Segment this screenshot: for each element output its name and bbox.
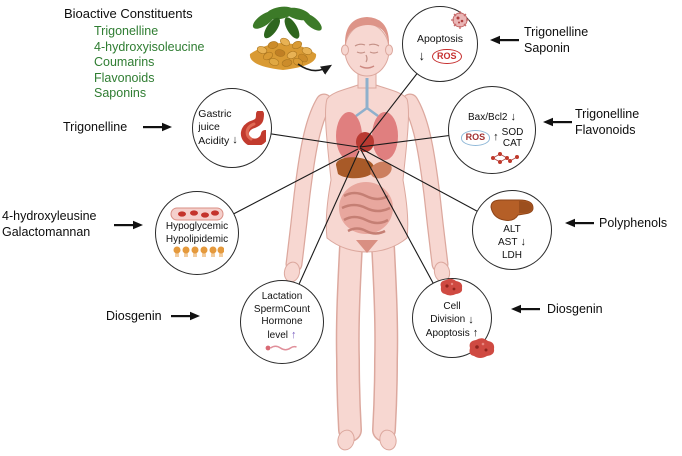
ast-label: AST — [498, 236, 518, 248]
node-cell-division: Cell Division ↓ Apoptosis ↑ — [412, 278, 495, 358]
hormone-label: Hormone — [261, 316, 303, 328]
constituent-item: Saponins — [94, 86, 147, 100]
constituent-item: Flavonoids — [94, 70, 155, 85]
left-foot — [337, 429, 355, 451]
apoptosis-label: Apoptosis — [425, 327, 470, 339]
label-polyphenols: Polyphenols — [599, 216, 668, 230]
label-trigonelline-left: Trigonelline — [63, 120, 128, 134]
up-arrow: ↑ — [291, 328, 297, 341]
hypolipidemic-label: Hypolipidemic — [165, 233, 229, 245]
molecule-icon — [491, 152, 519, 164]
lung-right — [372, 112, 398, 160]
up-arrow: ↑ — [472, 327, 479, 340]
gastric-label: Gastric — [198, 108, 232, 120]
acidity-label: Acidity — [198, 134, 230, 147]
arrow-left-icon — [490, 35, 519, 45]
arrow-left-icon — [511, 304, 540, 314]
tumor-cell-icon — [469, 338, 495, 358]
cancer-cell-icon — [451, 11, 469, 29]
apoptosis-label: Apoptosis — [416, 33, 464, 46]
heart — [356, 132, 374, 152]
liver-organ — [336, 157, 375, 179]
constituent-item: Trigonelline — [94, 24, 159, 38]
seeds-to-body-arrow — [297, 63, 333, 75]
arrow-right-icon — [171, 311, 200, 321]
pelvis — [356, 240, 378, 253]
arrow-left-icon — [543, 117, 572, 127]
ros-badge: ROS — [431, 48, 462, 65]
down-arrow: ↓ — [520, 236, 526, 249]
arrow-right-icon — [143, 122, 172, 132]
down-arrow: ↓ — [468, 313, 474, 326]
right-foot — [379, 429, 397, 451]
juice-label: juice — [198, 121, 220, 134]
level-label: level — [267, 329, 289, 341]
label-4-hydroxyleusine-galactomannan: 4-hydroxyleusine Galactomannan — [2, 209, 97, 239]
lung-left — [336, 112, 362, 160]
division-label: Division — [430, 314, 466, 326]
hypoglycemic-label: Hypoglycemic — [165, 221, 229, 232]
fenugreek-illustration — [249, 6, 333, 75]
label-diosgenin-right: Diosgenin — [547, 302, 603, 316]
label-trigonelline-saponin: Trigonelline Saponin — [524, 25, 589, 55]
cell-label: Cell — [443, 301, 461, 312]
node-gastric: Gastric juice Acidity ↓ — [192, 88, 272, 168]
node-metabolic: Hypoglycemic Hypolipidemic — [155, 191, 239, 275]
constituent-list: Trigonelline 4-hydroxyisoleucine Coumari… — [94, 24, 204, 102]
node-reproductive: Lactation SpermCount Hormone level ↑ — [240, 280, 324, 364]
ldh-label: LDH — [501, 249, 522, 261]
blood-vessel-icon — [170, 207, 224, 221]
bioactive-constituents-title: Bioactive Constituents — [64, 6, 193, 21]
constituent-item: 4-hydroxyisoleucine — [94, 39, 205, 54]
sperm-icon — [265, 345, 297, 351]
arrow-right-icon — [114, 220, 143, 230]
hair — [344, 17, 390, 46]
organs — [336, 78, 398, 253]
bax-bcl2-label: Bax/Bcl2 — [468, 111, 508, 123]
arrow-left-icon — [565, 218, 594, 228]
cat-label: CAT — [502, 137, 523, 149]
sod-label: SOD — [501, 126, 524, 138]
down-arrow: ↓ — [510, 111, 516, 124]
node-apoptosis: Apoptosis ↓ ROS — [402, 6, 478, 82]
ros-badge: ROS — [460, 130, 491, 146]
stomach-icon — [240, 111, 266, 145]
node-oxidative-markers: Bax/Bcl2 ↓ ROS ↑ SOD CAT — [448, 86, 536, 174]
node-liver-enzymes: ALT AST ↓ LDH — [472, 190, 552, 270]
sperm-count-label: SpermCount — [253, 303, 311, 315]
lipid-icon — [173, 246, 224, 257]
alt-label: ALT — [503, 223, 521, 235]
liver-icon — [490, 199, 534, 221]
up-arrow: ↑ — [493, 131, 499, 143]
stomach-organ — [370, 161, 392, 179]
down-arrow: ↓ — [232, 134, 238, 147]
label-diosgenin-left: Diosgenin — [106, 309, 162, 323]
tumor-cell-icon — [440, 278, 463, 296]
label-trigonelline-flavonoids: Trigonelline Flavonoids — [575, 107, 640, 137]
down-arrow: ↓ — [418, 48, 425, 64]
human-body-illustration — [283, 17, 451, 451]
lactation-label: Lactation — [261, 291, 303, 303]
constituent-item: Coumarins — [94, 55, 155, 69]
